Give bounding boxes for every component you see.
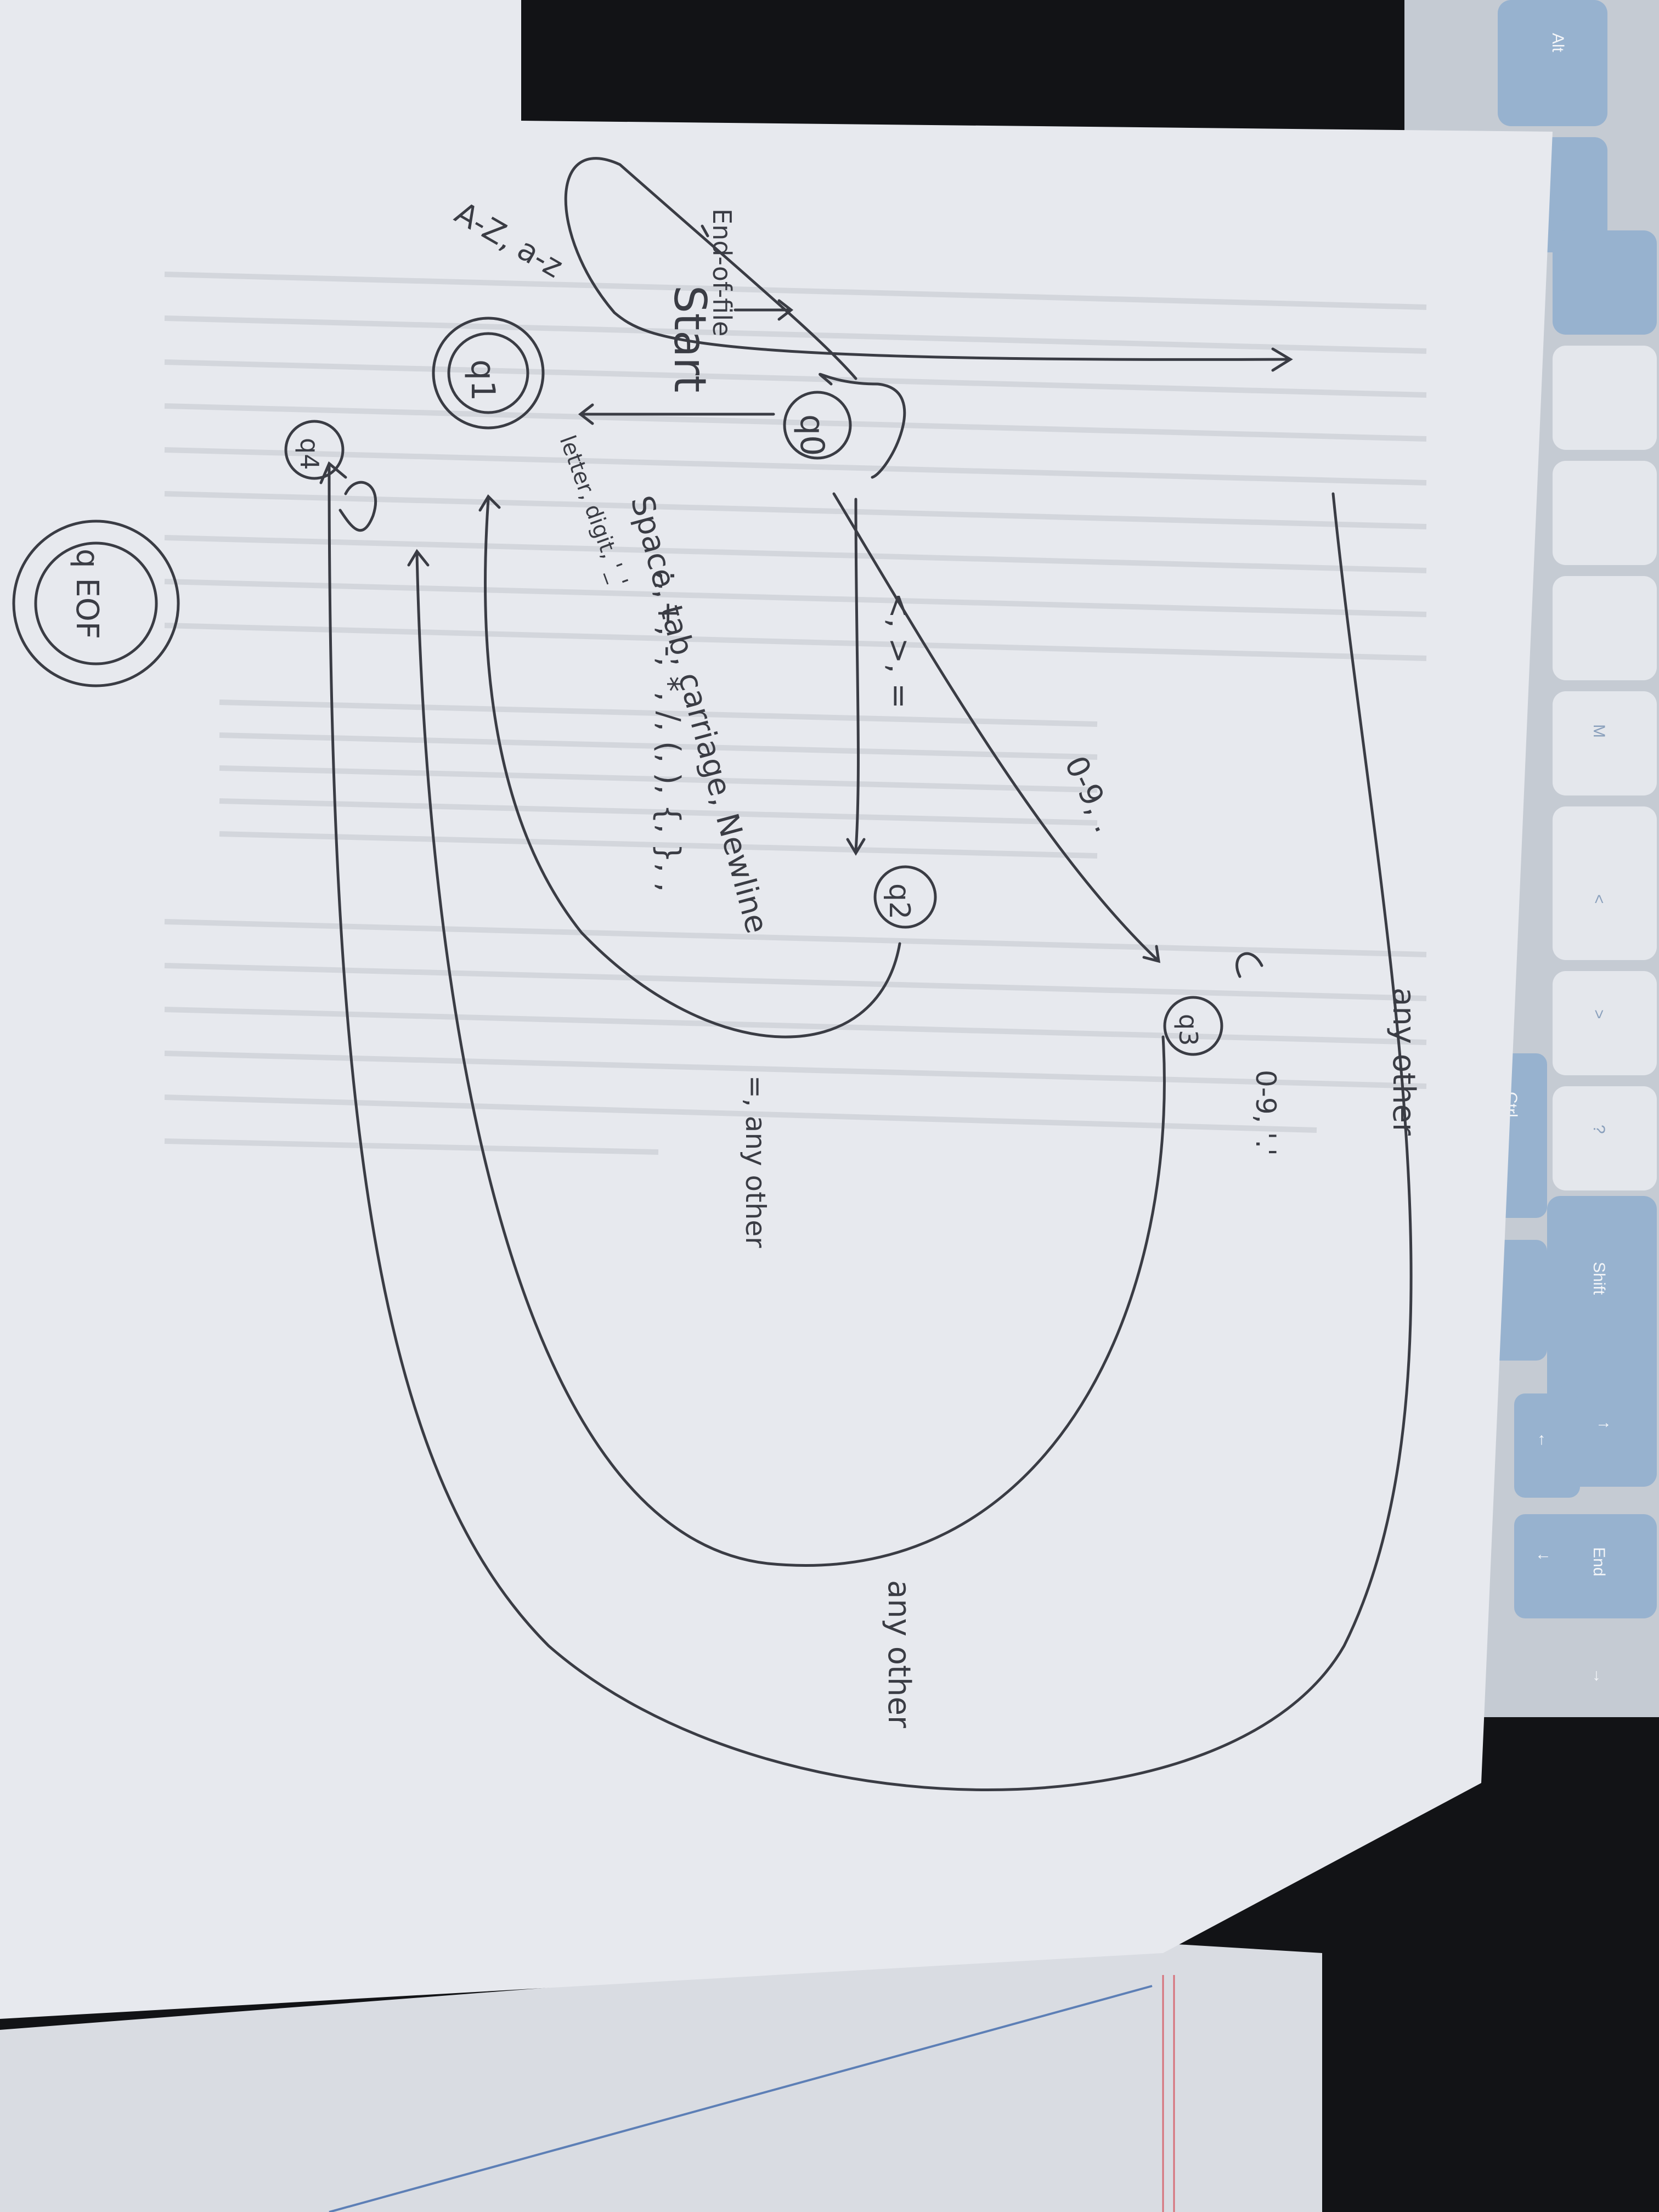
- edge-q4-q1: [328, 465, 1413, 1791]
- edge-q3-q1-head: [407, 549, 430, 567]
- edge-q0-q1-head: [578, 403, 594, 425]
- state-label-q2: q2: [883, 883, 916, 919]
- edge-q3-self: [1235, 952, 1263, 978]
- keycap-m: [1553, 691, 1657, 795]
- keycap-down: [1514, 1514, 1580, 1618]
- edge-q0-q3-head: [1142, 945, 1161, 963]
- edge-label-q0-qeof: End-of-file: [707, 208, 737, 336]
- fsm-edges: [319, 157, 1413, 1791]
- state-q2-circle: [873, 865, 937, 929]
- state-qeof-outer-circle: [12, 520, 180, 687]
- keycap: [1553, 576, 1657, 680]
- key-label-alt: Alt: [1549, 33, 1567, 53]
- start-label: Start: [664, 285, 715, 392]
- state-q3-circle: [1163, 996, 1223, 1056]
- edge-q2-q1-head: [478, 494, 501, 512]
- edge-label-q4-q1: any other: [1386, 988, 1421, 1136]
- fsm-states: [12, 317, 1223, 1056]
- state-label-q4: q4: [295, 438, 324, 470]
- keycap-alt: [1498, 0, 1607, 126]
- edge-label-q2-q1: =, any other: [740, 1075, 771, 1248]
- keycap-greater-than: [1553, 971, 1657, 1075]
- edge-q0-q3: [832, 492, 1159, 962]
- edge-q0-q2-head: [846, 838, 866, 856]
- state-q0-circle: [783, 391, 852, 460]
- key-label-m: M: [1590, 724, 1608, 738]
- keycap-less-than: [1553, 856, 1657, 960]
- keycap-up: [1558, 1383, 1657, 1487]
- notepad: [0, 1942, 1322, 2212]
- state-q1-inner-circle: [447, 332, 529, 414]
- key-label-right: →: [1590, 1668, 1608, 1684]
- key-label-shift: Shift: [1590, 1262, 1608, 1295]
- state-label-q1: q1: [464, 359, 502, 401]
- keycap-left: [1514, 1393, 1580, 1498]
- state-label-qeof: q EOF: [69, 549, 105, 639]
- edge-q0-q4: [564, 157, 1291, 380]
- key-label-less: <: [1590, 894, 1608, 904]
- edge-label-q3-q1: any other: [881, 1580, 917, 1729]
- key-label-down: ↓: [1535, 1553, 1553, 1561]
- edge-label-q0-q1: ;, +, -, *, /, (, ), {, }, ,: [651, 571, 686, 892]
- keycap: [1553, 230, 1657, 335]
- state-label-q0: q0: [793, 414, 831, 456]
- edge-q0-q4-head: [1271, 347, 1293, 372]
- fsm-state-labels: q0 q1 q2 q3 q4 q EOF: [69, 359, 1203, 1046]
- edge-label-q0-q2: <, >, =: [881, 592, 917, 709]
- paper-sheet: [0, 0, 1553, 2019]
- edge-q0-self: [819, 373, 906, 479]
- keycap-question: [1553, 1086, 1657, 1190]
- key-label-up: ↑: [1595, 1421, 1613, 1429]
- edge-q0-qeof: [701, 224, 709, 238]
- edge-q0-q2: [854, 498, 860, 852]
- edge-q3-q1: [415, 552, 1166, 1567]
- key-label-end: End: [1590, 1547, 1608, 1576]
- edge-q2-q1: [484, 498, 901, 1039]
- key-label-question: ?: [1590, 1125, 1608, 1134]
- state-q1-outer-circle: [432, 317, 545, 430]
- edge-label-q3-self: 0-9, '.': [1250, 1070, 1282, 1156]
- state-q4-circle: [284, 420, 345, 480]
- notepad-rule: [329, 1985, 1153, 2212]
- state-label-q3: q3: [1173, 1014, 1203, 1046]
- keycap: [1553, 461, 1657, 565]
- keycap: [1553, 346, 1657, 450]
- key-label-greater: >: [1590, 1009, 1608, 1019]
- key-label-left: ←: [1535, 1432, 1553, 1448]
- notepad-sheet: [0, 1942, 1322, 2212]
- state-qeof-inner-circle: [34, 541, 158, 665]
- start-arrowhead: [777, 299, 794, 321]
- edge-q4-self: [338, 481, 377, 532]
